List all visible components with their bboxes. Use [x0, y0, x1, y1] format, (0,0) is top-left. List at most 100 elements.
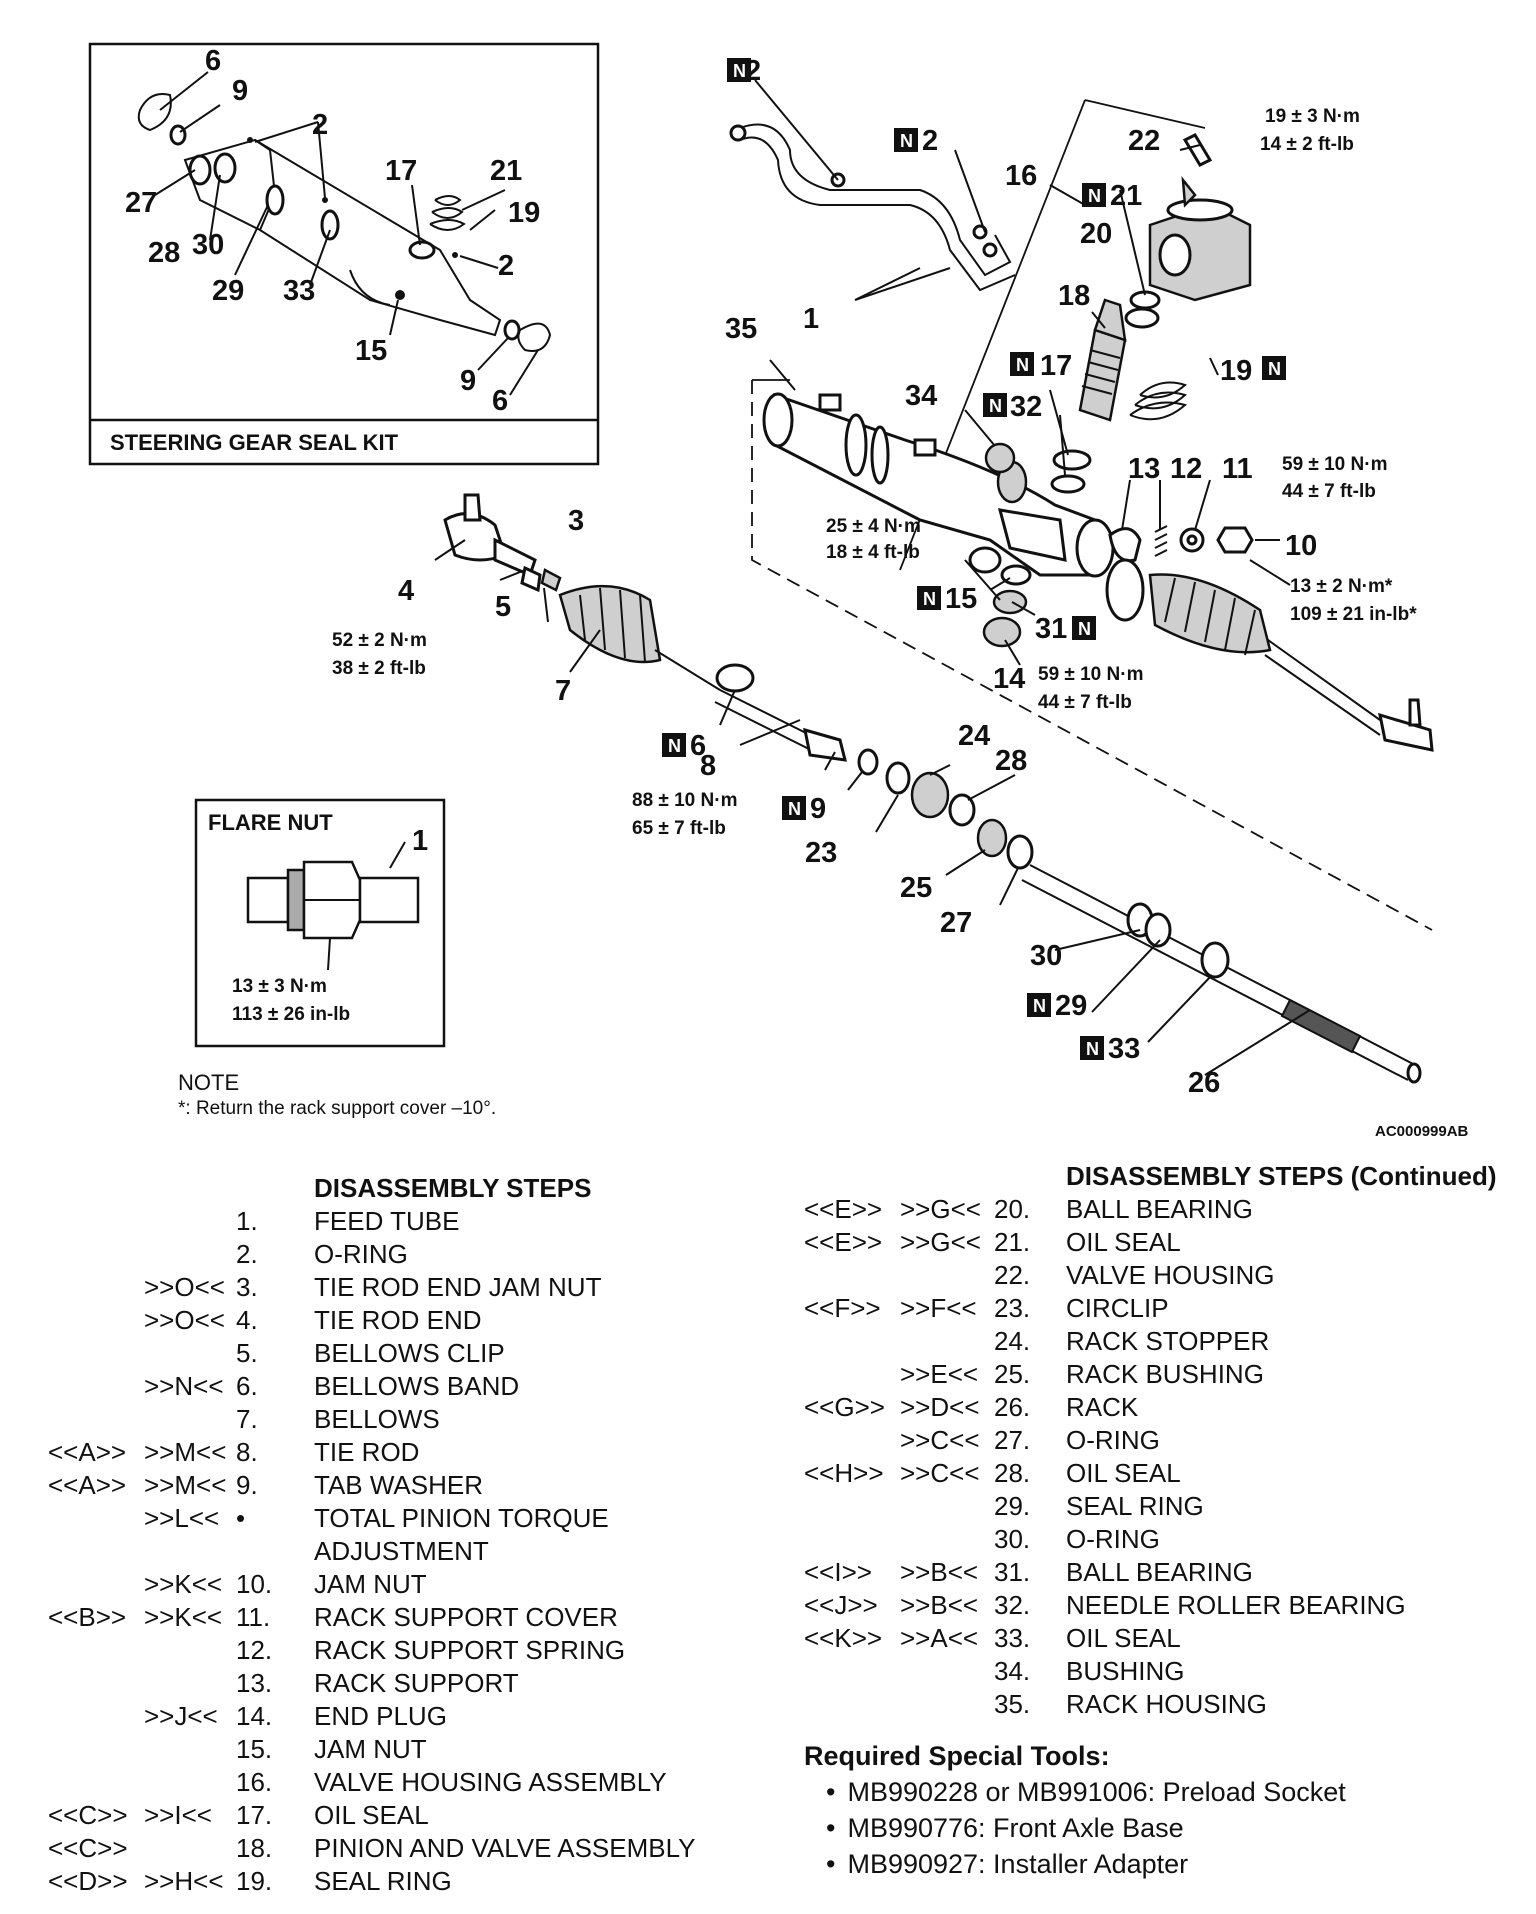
torque-tie-rod-end-ftlb: 38 ± 2 ft-lb: [332, 658, 426, 679]
step-tool-ref: <<G>>: [804, 1392, 885, 1422]
step-label: BELLOWS: [314, 1404, 440, 1434]
step-number: 31.: [994, 1557, 1031, 1587]
callout-7: 7: [555, 675, 571, 707]
step-number: 3.: [236, 1272, 258, 1302]
callout-22: 22: [1128, 125, 1160, 157]
step-number: 16.: [236, 1767, 273, 1797]
callout-29: 29: [212, 275, 244, 307]
step-number: 33.: [994, 1623, 1031, 1653]
step-row: >>L<<•TOTAL PINION TORQUE: [40, 1502, 740, 1535]
main-exploded-view: 1 2 2 16 22 21 20 18 17 32 19 35 34 13 1…: [332, 55, 1434, 1099]
svg-text:N: N: [668, 736, 681, 756]
callout-13: 13: [1128, 453, 1160, 485]
step-label: BELLOWS BAND: [314, 1371, 520, 1401]
torque-jam-nut: 59 ± 10 N·m: [1282, 454, 1387, 475]
step-number: 6.: [236, 1371, 258, 1401]
step-reassembly-ref: >>G<<: [900, 1227, 981, 1257]
step-reassembly-ref: >>M<<: [144, 1470, 227, 1500]
svg-text:N: N: [788, 799, 801, 819]
callout-29: 29: [1055, 990, 1087, 1022]
step-number: 4.: [236, 1305, 258, 1335]
step-reassembly-ref: >>B<<: [900, 1590, 979, 1620]
step-label: OIL SEAL: [1066, 1458, 1181, 1488]
step-row: 30. O-RING: [804, 1523, 1534, 1556]
step-reassembly-ref: >>J<<: [144, 1701, 218, 1731]
step-row: <<C>>>>I<<17.OIL SEAL: [40, 1799, 740, 1832]
step-tool-ref: <<K>>: [804, 1623, 883, 1653]
torque-rack-support-inlb: 109 ± 21 in-lb*: [1290, 604, 1417, 625]
callout-10: 10: [1285, 530, 1317, 562]
callout-23: 23: [805, 837, 837, 869]
torque-valve-housing-ftlb: 14 ± 2 ft-lb: [1260, 134, 1354, 155]
required-special-tools: Required Special Tools: MB990228 or MB99…: [804, 1738, 1346, 1882]
step-label: PINION AND VALVE ASSEMBLY: [314, 1833, 696, 1863]
callout-25: 25: [900, 872, 932, 904]
callout-20: 20: [1080, 218, 1112, 250]
svg-text:N: N: [1033, 996, 1046, 1016]
step-tool-ref: <<C>>: [48, 1833, 128, 1863]
callout-28: 28: [995, 745, 1027, 777]
callout-16: 16: [1005, 160, 1037, 192]
callout-33: 33: [283, 275, 315, 307]
svg-text:N: N: [900, 131, 913, 151]
tools-title: Required Special Tools:: [804, 1741, 1110, 1771]
callout-30: 30: [1030, 940, 1062, 972]
step-reassembly-ref: >>O<<: [144, 1272, 225, 1302]
inset-title: STEERING GEAR SEAL KIT: [110, 430, 399, 455]
step-label: SEAL RING: [314, 1866, 452, 1896]
step-label: O-RING: [314, 1239, 408, 1269]
step-row: >>K<<10.JAM NUT: [40, 1568, 740, 1601]
note-text: *: Return the rack support cover –10°.: [178, 1098, 497, 1119]
step-label: TIE ROD END: [314, 1305, 482, 1335]
tool-item: MB990776: Front Axle Base: [826, 1810, 1346, 1846]
step-tool-ref: <<D>>: [48, 1866, 128, 1896]
tool-item: MB990927: Installer Adapter: [826, 1846, 1346, 1882]
step-number: 30.: [994, 1524, 1031, 1554]
step-label: RACK HOUSING: [1066, 1689, 1267, 1719]
step-number: 35.: [994, 1689, 1031, 1719]
callout-1-flare: 1: [412, 825, 428, 857]
step-number: 23.: [994, 1293, 1031, 1323]
callout-14: 14: [993, 663, 1025, 695]
step-label: OIL SEAL: [1066, 1227, 1181, 1257]
torque-tie-rod-end: 52 ± 2 N·m: [332, 630, 427, 651]
step-label: OIL SEAL: [314, 1800, 429, 1830]
svg-text:N: N: [733, 61, 746, 81]
flare-nut-inset: FLARE NUT 1 13 ± 3 N·m 113 ± 26 in-lb: [194, 798, 446, 1048]
callout-9b: 9: [460, 365, 476, 397]
step-number: 11.: [236, 1602, 271, 1632]
step-number: 17.: [236, 1800, 273, 1830]
step-row: 24.RACK STOPPER: [804, 1325, 1534, 1358]
step-row: 2. O-RING: [40, 1238, 740, 1271]
step-row: >>J<<14.END PLUG: [40, 1700, 740, 1733]
step-row: <<C>>18.PINION AND VALVE ASSEMBLY: [40, 1832, 740, 1865]
svg-text:N: N: [1086, 1039, 1099, 1059]
step-number: 24.: [994, 1326, 1031, 1356]
step-label: O-RING: [1066, 1524, 1160, 1554]
step-tool-ref: <<A>>: [48, 1470, 127, 1500]
step-label: BUSHING: [1066, 1656, 1185, 1686]
step-label: RACK BUSHING: [1066, 1359, 1264, 1389]
torque-tie-rod-ftlb: 65 ± 7 ft-lb: [632, 818, 726, 839]
step-row: <<E>>>>G<<20.BALL BEARING: [804, 1193, 1534, 1226]
step-number: •: [236, 1503, 246, 1533]
callout-27: 27: [125, 187, 157, 219]
step-label: JAM NUT: [314, 1734, 427, 1764]
steps-right-list: <<E>>>>G<<20.BALL BEARING<<E>>>>G<<21.OI…: [804, 1193, 1534, 1721]
step-number: 1.: [236, 1206, 258, 1236]
step-number: 2.: [236, 1239, 258, 1269]
step-label: FEED TUBE: [314, 1206, 460, 1236]
step-number: 32.: [994, 1590, 1031, 1620]
step-row: >>O<<4.TIE ROD END: [40, 1304, 740, 1337]
callout-2-mid: 2: [922, 125, 938, 157]
step-number: 27.: [994, 1425, 1031, 1455]
step-label: BALL BEARING: [1066, 1557, 1253, 1587]
callout-9: 9: [232, 75, 248, 107]
step-row: <<A>>>>M<<9.TAB WASHER: [40, 1469, 740, 1502]
step-label: OIL SEAL: [1066, 1623, 1181, 1653]
step-tool-ref: <<H>>: [804, 1458, 884, 1488]
step-reassembly-ref: >>E<<: [900, 1359, 979, 1389]
step-row: >>N<<6.BELLOWS BAND: [40, 1370, 740, 1403]
steps-right-title: DISASSEMBLY STEPS (Continued): [1066, 1161, 1497, 1191]
step-label: RACK SUPPORT SPRING: [314, 1635, 626, 1665]
